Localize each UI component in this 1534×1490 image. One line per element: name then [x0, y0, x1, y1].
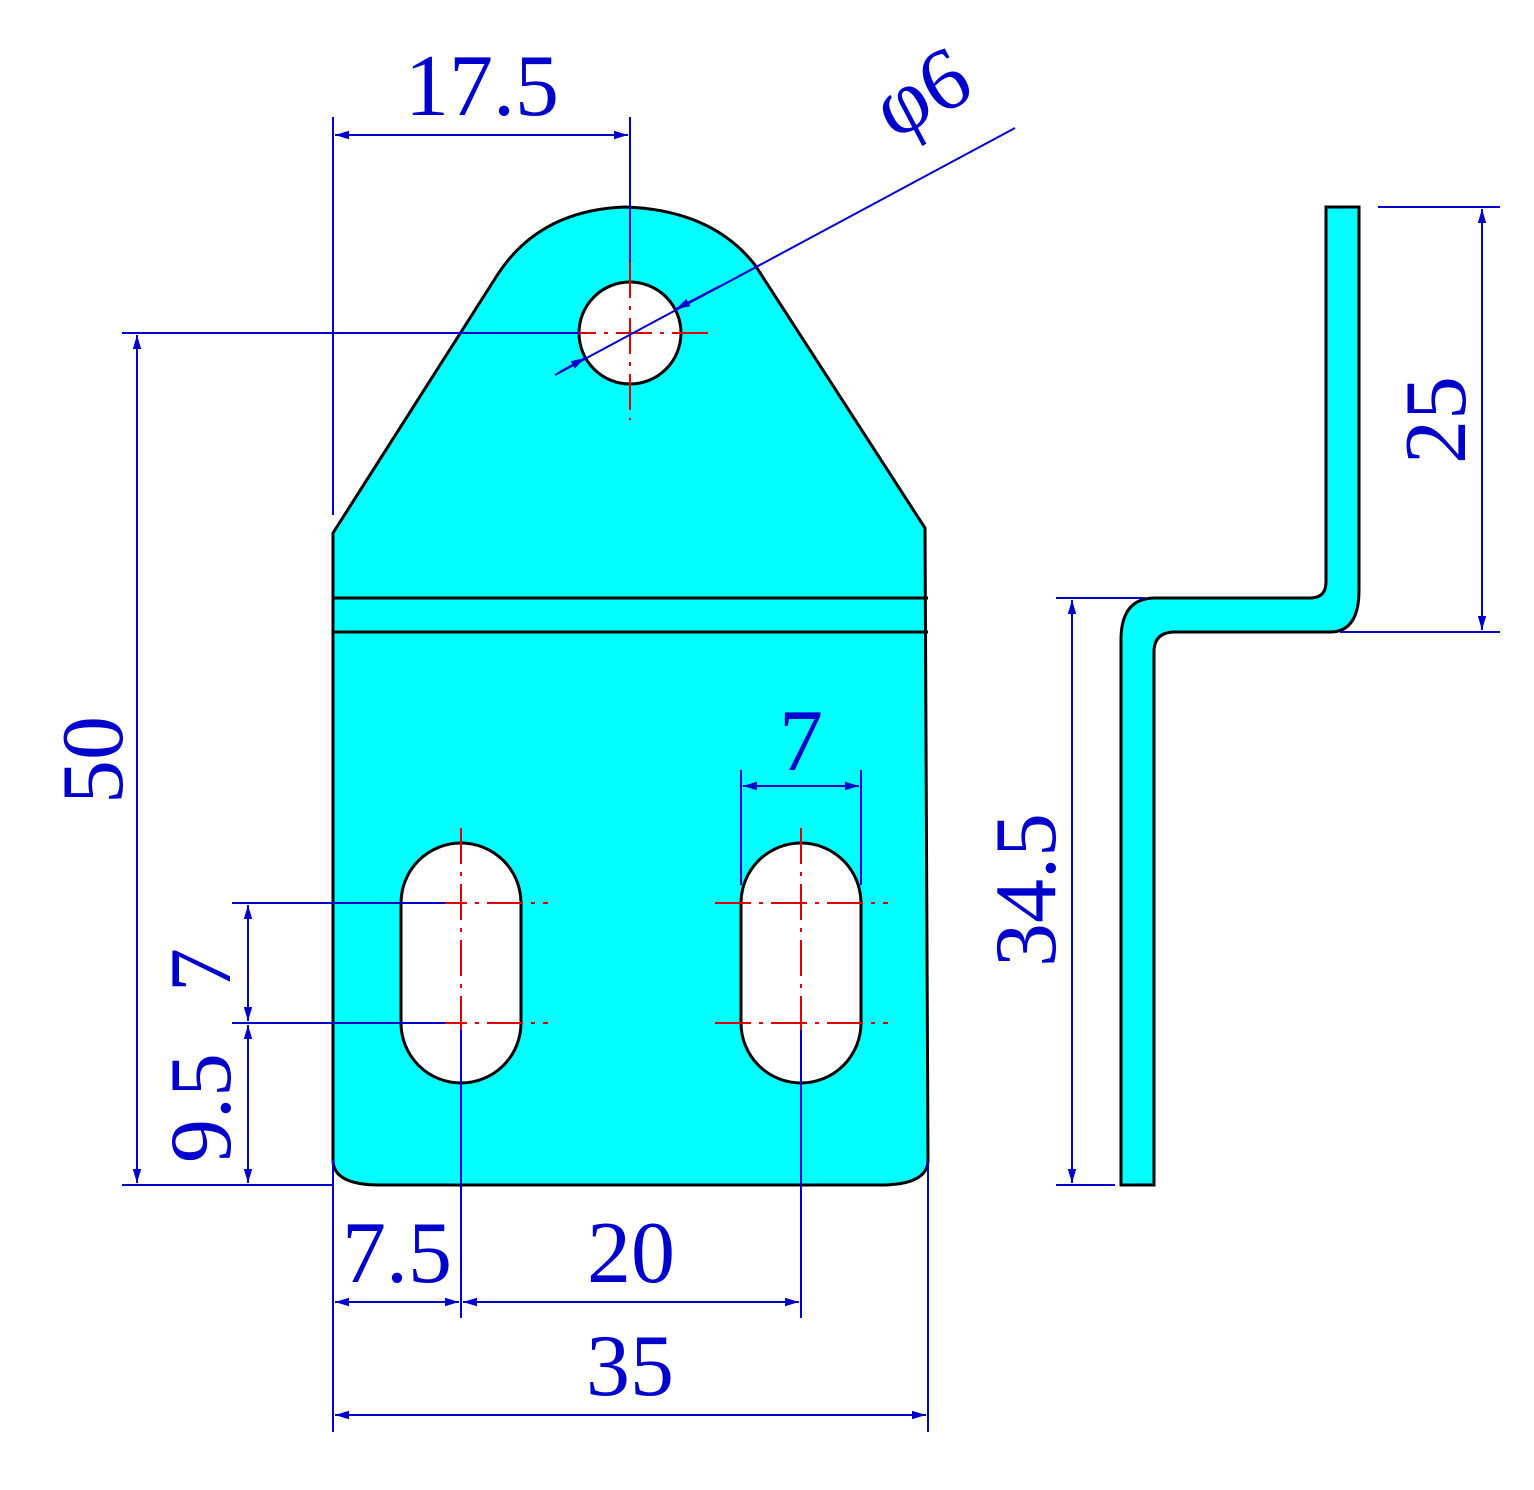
dim-label-7-5: 7.5: [342, 1205, 452, 1302]
dim-label-17-5: 17.5: [405, 38, 559, 135]
dim-label-7-vertical: 7: [153, 948, 250, 992]
dim-label-9-5: 9.5: [153, 1053, 250, 1163]
dimension-labels: 17.5 φ6 50 7 9.5 7 7.5 20 35 34.5 25: [45, 28, 1485, 1415]
dim-label-35: 35: [586, 1318, 674, 1415]
dim-label-25: 25: [1388, 376, 1485, 464]
dim-label-slot-width: 7: [779, 693, 823, 790]
side-profile: [1119, 205, 1361, 1187]
dim-phi6-leader: [554, 127, 1016, 376]
dim-phi6-arrow-out: [675, 285, 721, 310]
dimension-lines: [122, 117, 1500, 1432]
dim-label-34-5: 34.5: [978, 813, 1075, 967]
dim-phi6-arrow-in: [559, 357, 586, 373]
dim-label-20: 20: [587, 1205, 675, 1302]
dim-label-50: 50: [45, 716, 142, 804]
dim-label-phi6: φ6: [857, 28, 986, 158]
side-view: [1119, 205, 1361, 1187]
